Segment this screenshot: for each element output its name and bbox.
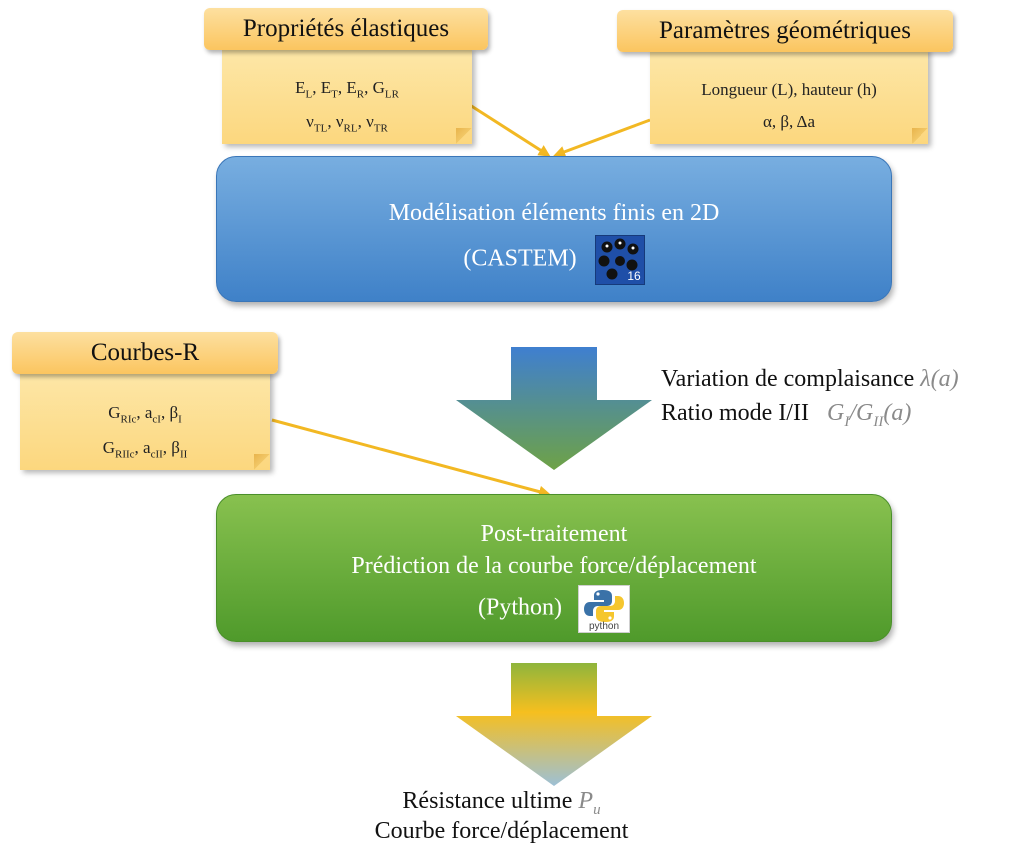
- connector-elastic-to-fem: [461, 98, 551, 157]
- connector-geometry-to-fem: [553, 118, 651, 158]
- mode-i-parameters-line: GRIc, acI, βI: [108, 403, 182, 426]
- flow-arrow-post-to-output: [456, 663, 652, 786]
- elastic-properties-note: EL, ET, ER, GLR νTL, νRL, νTR: [222, 48, 472, 144]
- flow-arrow-fem-to-post: [456, 347, 652, 470]
- force-displacement-curve-label: Courbe force/déplacement: [374, 818, 629, 844]
- page-fold-icon: [912, 128, 928, 144]
- post-processing-box: Post-traitement Prédiction de la courbe …: [216, 494, 892, 642]
- castem-logo-icon: 16: [594, 235, 645, 285]
- page-fold-icon: [456, 128, 472, 144]
- prediction-description: Prédiction de la courbe force/déplacemen…: [351, 553, 757, 579]
- poisson-ratios-line: νTL, νRL, νTR: [306, 112, 388, 135]
- elastic-moduli-line: EL, ET, ER, GLR: [295, 78, 399, 101]
- ultimate-strength-label: Résistance ultime Pu: [402, 788, 601, 818]
- python-logo-icon: python: [578, 585, 630, 633]
- geometry-parameters-title: Paramètres géométriques: [617, 10, 953, 52]
- r-curves-title: Courbes-R: [12, 332, 278, 374]
- mode-ii-parameters-line: GRIIc, acII, βII: [102, 438, 188, 461]
- post-processing-software: (Python) python: [217, 585, 891, 633]
- dimensions-line: Longueur (L), hauteur (h): [701, 80, 877, 99]
- geometry-parameters-note: Longueur (L), hauteur (h) α, β, Δa: [650, 48, 928, 144]
- elastic-properties-title: Propriétés élastiques: [204, 8, 488, 50]
- connector-rcurves-to-post: [271, 418, 551, 498]
- r-curves-note: GRIc, acI, βI GRIIc, acII, βII: [20, 370, 270, 470]
- page-fold-icon: [254, 454, 270, 470]
- fem-modeling-box: Modélisation éléments finis en 2D (CASTE…: [216, 156, 892, 302]
- compliance-variation-label: Variation de complaisance λ(a): [661, 366, 959, 392]
- fem-software: (CASTEM) 16: [217, 235, 891, 285]
- fem-title: Modélisation éléments finis en 2D: [388, 200, 720, 226]
- mode-ratio-label: Ratio mode I/II GI/GII(a): [661, 400, 912, 430]
- post-processing-title: Post-traitement: [480, 521, 628, 547]
- angles-line: α, β, Δa: [762, 112, 816, 131]
